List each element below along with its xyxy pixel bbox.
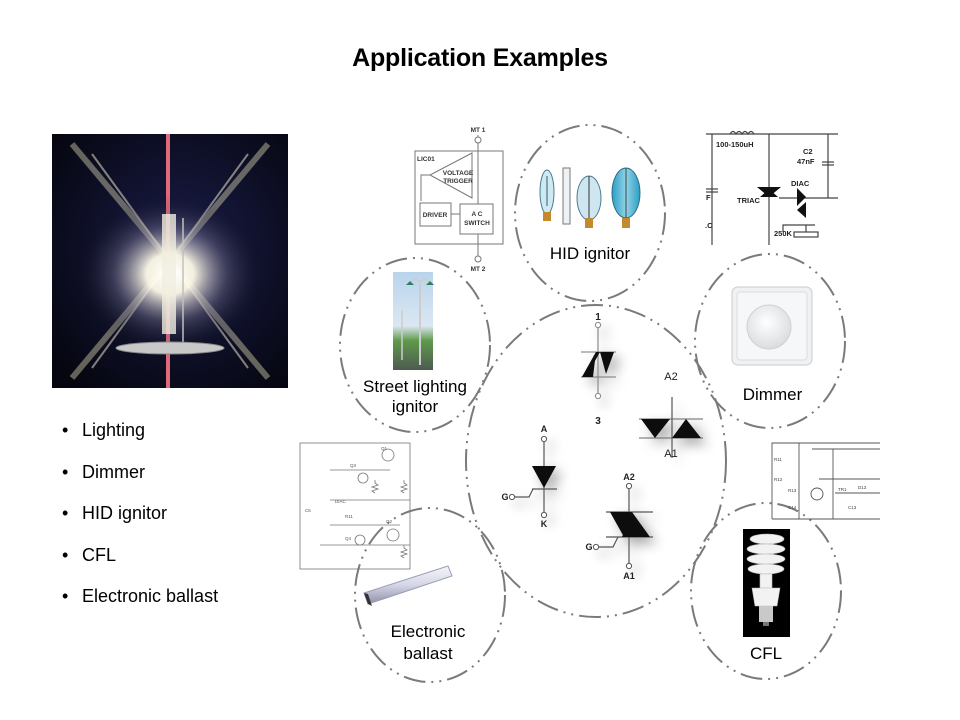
dimmer-schematic: [706, 130, 838, 245]
cfl-schematic-label: R11: [774, 457, 782, 462]
switch-label-1: A C: [472, 211, 483, 218]
bullet-icon: •: [62, 420, 69, 440]
ballast-label: Q1: [381, 446, 388, 451]
dimmer-switch-image: [731, 286, 813, 366]
ballast-label: Q2: [386, 519, 393, 524]
trigger-label-2: TRIGGER: [443, 178, 473, 185]
pin-mt1-label: MT 1: [471, 127, 486, 134]
ballast-circle-outline: [354, 507, 506, 683]
trigger-label-1: VOLTAGE: [443, 170, 474, 177]
cap-name-label: C2: [803, 147, 813, 156]
street-lighting-label-line2: ignitor: [391, 397, 439, 416]
bullet-icon: •: [62, 503, 69, 523]
triac-a2-label: A2: [664, 371, 677, 383]
scr-anode-label: A: [541, 424, 548, 434]
dimmer-label: Dimmer: [742, 385, 803, 404]
central-circle-outline: [465, 304, 727, 618]
switch-label-2: SWITCH: [464, 220, 490, 227]
slide-title: Application Examples: [352, 44, 608, 72]
ballast-schematic: [299, 442, 411, 570]
cfl-schematic-label: R12: [774, 477, 783, 482]
street-circle-outline: [339, 257, 491, 433]
ballast-label: DIAC: [335, 499, 347, 504]
triac2-a1-label: A1: [623, 571, 635, 581]
scr-symbol: [508, 435, 557, 519]
list-item: • Lighting: [62, 418, 218, 460]
street-light-image: [393, 272, 434, 370]
diac-symbol-small: [797, 188, 806, 206]
driver-label: DRIVER: [423, 212, 448, 219]
ballast-label: Q4: [345, 536, 352, 541]
list-item: • HID ignitor: [62, 501, 218, 543]
electronic-ballast-label-line2: ballast: [403, 644, 453, 663]
hid-lamp-glow-image: [52, 134, 288, 388]
triac-symbol: [639, 397, 703, 458]
dimmer-circle-outline: [694, 253, 846, 429]
ballast-label: Q3: [350, 463, 357, 468]
cap-value-label: 47nF: [797, 157, 815, 166]
triac-label: TRIAC: [737, 196, 760, 205]
triac2-a2-label: A2: [623, 472, 635, 482]
list-item: • Electronic ballast: [62, 584, 218, 626]
ballast-label: C6: [305, 508, 311, 513]
left-c-label: .C: [705, 221, 713, 230]
bullet-icon: •: [62, 544, 69, 565]
diac-pin-3-label: 3: [595, 416, 601, 427]
cfl-schematic-label: D13: [858, 485, 867, 490]
triac-gate-symbol: [592, 482, 653, 570]
cfl-schematic-label: R13: [788, 488, 797, 493]
left-f-label: F: [706, 193, 711, 202]
ac-switch-block-diagram: [414, 135, 504, 263]
list-item-label: Lighting: [82, 420, 146, 440]
ballast-fixture-image: [363, 565, 453, 606]
cfl-label: CFL: [749, 644, 783, 663]
electronic-ballast-label-line1: Electronic: [390, 622, 466, 641]
triac2-gate-label: G: [585, 542, 592, 552]
lamp-photo: [52, 134, 288, 388]
diac-symbol: [581, 321, 616, 400]
scr-cathode-label: K: [541, 519, 548, 529]
pot-label: 250K: [774, 229, 793, 238]
hid-ignitor-label: HID ignitor: [549, 244, 631, 263]
cfl-circle-outline: [690, 502, 842, 680]
chip-label: LIC01: [417, 156, 435, 163]
diac-label: DIAC: [791, 179, 810, 188]
application-list: • Lighting • Dimmer • HID ignitor • CFL • Ele…: [62, 418, 218, 626]
hid-lamps-image: [539, 167, 641, 228]
cfl-schematic-label: TR1: [838, 487, 847, 492]
list-item: • CFL: [62, 543, 218, 585]
list-item-label: HID ignitor: [82, 503, 168, 523]
cfl-schematic-label: C13: [848, 505, 857, 510]
list-item-label: CFL: [82, 544, 117, 565]
cfl-schematic-label: C14: [788, 505, 797, 510]
hid-circle-outline: [514, 124, 666, 302]
scr-gate-label: G: [501, 492, 508, 502]
cfl-schematic: [771, 442, 880, 520]
street-lighting-label-line1: Street lighting: [363, 377, 467, 396]
ballast-label: R11: [345, 514, 353, 519]
diac-pin-1-label: 1: [595, 312, 601, 323]
cfl-bulb-image: [743, 529, 790, 637]
triac-a1-label: A1: [664, 448, 677, 460]
list-item-label: Dimmer: [82, 461, 145, 482]
bullet-icon: •: [62, 461, 69, 482]
pin-mt2-label: MT 2: [471, 266, 486, 273]
inductor-label: 100-150uH: [716, 140, 754, 149]
list-item: • Dimmer: [62, 460, 218, 502]
bullet-icon: •: [62, 586, 69, 606]
list-item-label: Electronic ballast: [82, 586, 219, 606]
